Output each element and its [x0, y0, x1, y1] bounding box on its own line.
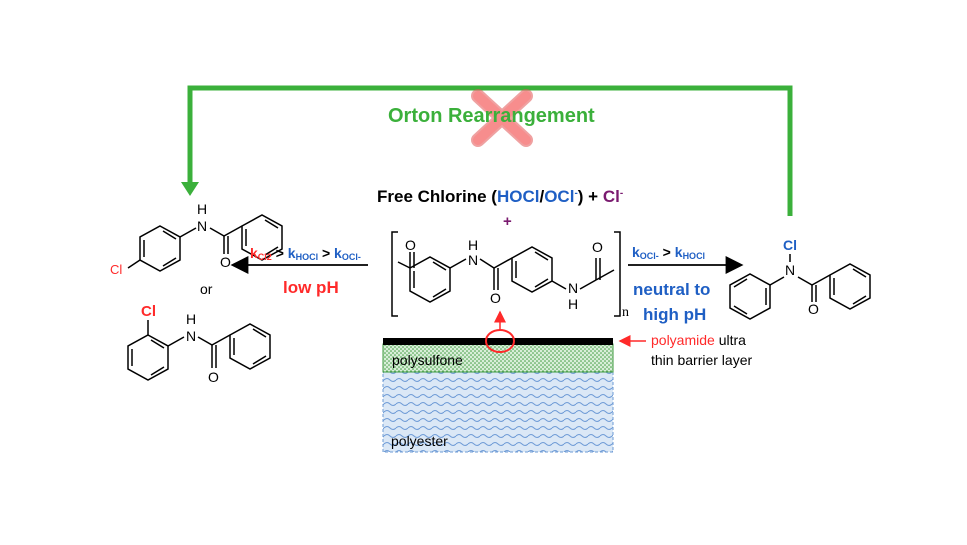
polyester-support-layer	[382, 371, 614, 453]
atom-o: O	[592, 239, 603, 255]
neutral-ph-label-line2: high pH	[643, 305, 707, 324]
membrane-cross-section	[382, 310, 646, 453]
ortho-chloro-product-structure	[127, 320, 271, 381]
atom-o: O	[808, 301, 819, 317]
orton-arrow	[181, 85, 793, 216]
atom-cl: Cl	[141, 303, 156, 320]
atom-cl: Cl	[110, 262, 123, 277]
atom-n: N	[568, 280, 579, 296]
blocked-x-icon	[471, 89, 533, 147]
polyamide-barrier-layer	[383, 338, 613, 345]
plus-sign: +	[503, 213, 512, 230]
atom-o: O	[490, 290, 501, 306]
free-chlorine-label: Free Chlorine (HOCl/OCl-) + Cl-	[377, 187, 624, 206]
atom-h: H	[568, 296, 579, 312]
atom-n: N	[186, 328, 197, 344]
polysulfone-label: polysulfone	[392, 352, 463, 368]
atom-n: N	[468, 252, 479, 268]
atom-o: O	[208, 369, 219, 385]
atom-o: O	[220, 254, 231, 270]
polyamide-repeat-unit-structure	[391, 231, 621, 317]
atom-o: O	[405, 237, 416, 253]
atom-cl: Cl	[783, 237, 797, 253]
left-rate-order: kCl2 > kHOCl > kOCl-	[250, 245, 361, 262]
right-rate-order: kOCl- > kHOCl	[632, 244, 706, 261]
orton-rearrangement-title: Orton Rearrangement	[388, 105, 595, 127]
neutral-ph-label-line1: neutral to	[633, 280, 711, 299]
barrier-layer-label-line1: polyamide ultra	[651, 332, 746, 348]
atom-h: H	[468, 237, 479, 253]
atom-n: N	[785, 262, 796, 278]
repeat-subscript-n: n	[622, 305, 629, 320]
atom-h: H	[197, 201, 208, 217]
atom-n: N	[197, 218, 208, 234]
polyester-label: polyester	[391, 433, 448, 449]
low-ph-label: low pH	[283, 278, 339, 297]
n-chloro-product-structure	[729, 254, 871, 320]
polysulfone-layer	[382, 343, 614, 373]
or-label: or	[200, 281, 213, 297]
barrier-layer-label-line2: thin barrier layer	[651, 352, 753, 368]
para-chloro-product-structure	[127, 214, 283, 272]
atom-h: H	[186, 311, 197, 327]
